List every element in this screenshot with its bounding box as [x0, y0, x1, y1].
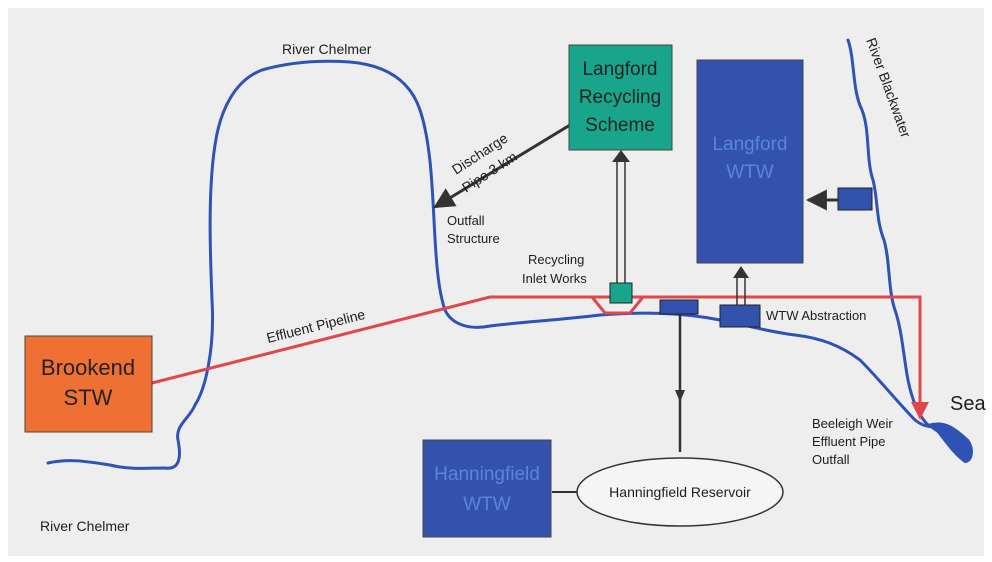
langford-wtw-box — [696, 59, 804, 264]
langford-recycling-label-2: Recycling — [579, 87, 661, 108]
wtw-abstraction-label: WTW Abstraction — [766, 308, 866, 323]
recycling-inlet-label-1: Recycling — [528, 252, 584, 267]
recycling-inlet-works-box — [609, 282, 633, 304]
river-chelmer-top-label: River Chelmer — [282, 41, 372, 57]
recycling-inlet-label-2: Inlet Works — [522, 271, 587, 286]
brookend-stw-box — [24, 335, 153, 433]
blackwater-intake-box — [837, 187, 873, 211]
langford-recycling-label-3: Scheme — [585, 115, 655, 136]
langford-recycling-label-1: Langford — [582, 59, 657, 80]
brookend-label-1: Brookend — [41, 355, 135, 380]
langford-wtw-label-1: Langford — [712, 134, 787, 155]
beeleigh-label-2: Effluent Pipe — [812, 434, 885, 449]
river-chelmer — [46, 59, 942, 470]
hanningfield-wtw-label-2: WTW — [463, 494, 511, 515]
hanningfield-wtw-box — [422, 439, 552, 538]
langford-wtw-label-2: WTW — [726, 162, 774, 183]
recycling-inlet-channel — [590, 296, 645, 315]
langford-recycling-box — [568, 44, 673, 151]
hanningfield-reservoir-label: Hanningfield Reservoir — [609, 484, 751, 500]
river-blackwater — [846, 38, 930, 427]
arrow-head-icon — [733, 266, 749, 278]
beeleigh-label-1: Beeleigh Weir — [812, 416, 893, 431]
arrow-head-icon — [675, 390, 685, 402]
hanningfield-wtw-label-1: Hanningfield — [434, 464, 540, 485]
effluent-pipeline — [151, 295, 929, 420]
hanningfield-reservoir — [576, 457, 784, 527]
sea-estuary — [925, 422, 973, 464]
river-chelmer-bottom-label: River Chelmer — [40, 518, 130, 534]
brookend-label-2: STW — [64, 385, 113, 410]
outfall-label-1: Outfall — [447, 213, 485, 228]
intake-structure-box — [659, 299, 699, 315]
discharge-pipe-arrow — [433, 123, 571, 209]
wtw-abstraction-box — [719, 304, 761, 328]
arrow-head-icon — [612, 150, 630, 162]
sea-label: Sea — [950, 393, 986, 415]
outfall-label-2: Structure — [447, 231, 500, 246]
beeleigh-label-3: Outfall — [812, 452, 850, 467]
